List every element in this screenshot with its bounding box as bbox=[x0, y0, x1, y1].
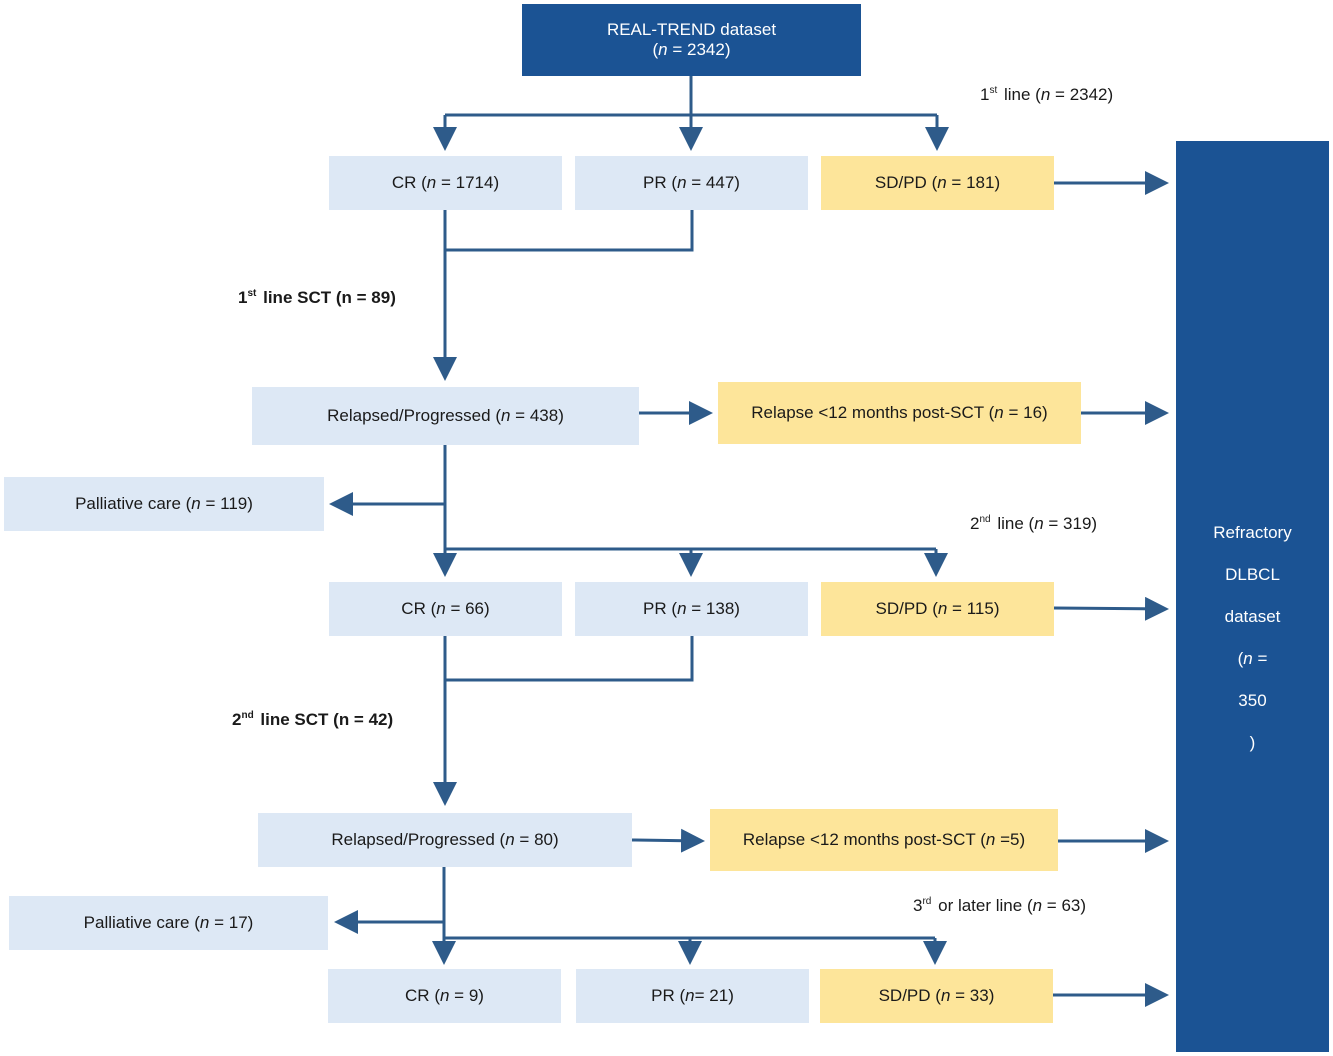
refractory-dlbcl-dataset-box: Refractory DLBCL dataset (n = 350) bbox=[1176, 141, 1329, 1052]
sct1-label: 1st line SCT (n = 89) bbox=[238, 288, 396, 307]
l1-cr-box: CR (n = 1714) bbox=[329, 156, 562, 210]
refractory-line3: dataset bbox=[1224, 607, 1281, 626]
line2-label: 2nd line (n = 319) bbox=[970, 514, 1098, 533]
l1-pr-box: PR (n = 447) bbox=[575, 156, 808, 210]
palliative2-box: Palliative care (n = 17) bbox=[9, 896, 328, 950]
l3-pr-box: PR (n= 21) bbox=[576, 969, 809, 1023]
l3-cr-box: CR (n = 9) bbox=[328, 969, 561, 1023]
refractory-count: (n = 350) bbox=[1237, 649, 1268, 752]
l2-pr-box: PR (n = 138) bbox=[575, 582, 808, 636]
line3-label: 3rd or later line (n = 63) bbox=[913, 896, 1087, 915]
l2-cr-box: CR (n = 66) bbox=[329, 582, 562, 636]
arrow-to-relapse12-2 bbox=[631, 828, 705, 853]
refractory-line2: DLBCL bbox=[1225, 565, 1280, 584]
real-trend-dataset-box: REAL-TREND dataset (n = 2342) bbox=[522, 4, 861, 76]
relapsed2-box: Relapsed/Progressed (n = 80) bbox=[258, 813, 632, 867]
l1-sdpd-box: SD/PD (n = 181) bbox=[821, 156, 1054, 210]
relapsed1-box: Relapsed/Progressed (n = 438) bbox=[252, 387, 639, 445]
palliative1-box: Palliative care (n = 119) bbox=[4, 477, 324, 531]
refractory-line1: Refractory bbox=[1213, 523, 1292, 542]
l2-sdpd-box: SD/PD (n = 115) bbox=[821, 582, 1054, 636]
connector bbox=[443, 210, 694, 252]
dataset-title: REAL-TREND dataset bbox=[606, 20, 777, 39]
l3-sdpd-box: SD/PD (n = 33) bbox=[820, 969, 1053, 1023]
relapse12-2-box: Relapse <12 months post-SCT (n =5) bbox=[710, 809, 1058, 871]
connector bbox=[443, 636, 694, 682]
arrow-l2-sdpd-to-refractory bbox=[1053, 596, 1169, 621]
dataset-count: (n = 2342) bbox=[652, 40, 731, 59]
sct2-label: 2nd line SCT (n = 42) bbox=[232, 710, 394, 729]
relapse12-1-box: Relapse <12 months post-SCT (n = 16) bbox=[718, 382, 1081, 444]
line1-label: 1st line (n = 2342) bbox=[980, 85, 1114, 104]
